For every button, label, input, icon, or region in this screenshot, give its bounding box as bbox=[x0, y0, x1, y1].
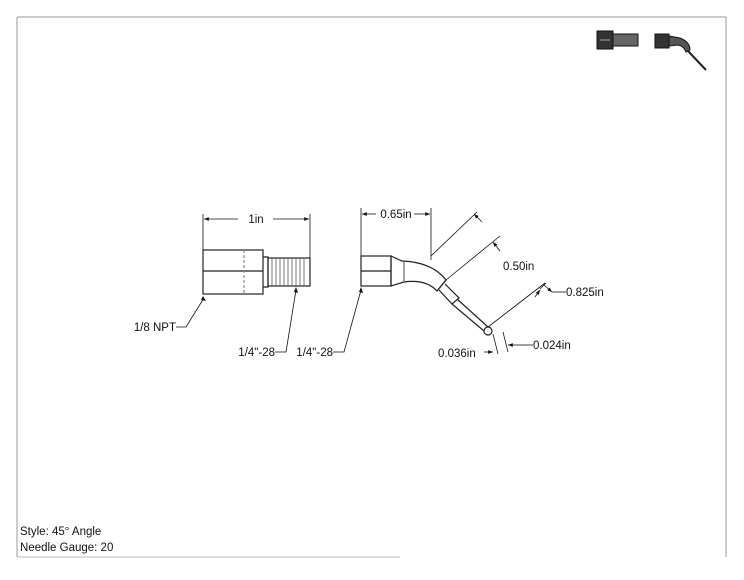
style-note: Style: 45° Angle bbox=[20, 526, 102, 538]
inner-diameter-label: 0.024in bbox=[533, 340, 571, 352]
bend-length-label: 0.825in bbox=[566, 287, 604, 299]
adapter-thread-callout: 1/4"-28 bbox=[238, 347, 275, 359]
outer-diameter-label: 0.036in bbox=[438, 348, 476, 360]
npt-callout: 1/8 NPT bbox=[134, 322, 176, 334]
thumbnail-needle bbox=[654, 33, 707, 71]
gauge-note: Needle Gauge: 20 bbox=[20, 542, 114, 554]
needle-length-dimension bbox=[445, 235, 546, 328]
adapter-thread-leader bbox=[275, 289, 297, 353]
hub-thread-leader bbox=[333, 289, 362, 353]
adapter-thread-marks bbox=[271, 258, 305, 286]
hub-thread-callout: 1/4"-28 bbox=[296, 347, 333, 359]
adapter-part bbox=[202, 249, 311, 295]
diameter-dimensions bbox=[484, 331, 533, 355]
bend-length-dimension bbox=[430, 211, 566, 293]
hub-length-label: 0.65in bbox=[380, 209, 411, 221]
adapter-length-dimension bbox=[202, 214, 311, 258]
needle-length-label: 0.50in bbox=[503, 261, 534, 273]
npt-leader bbox=[176, 297, 205, 328]
adapter-length-label: 1in bbox=[248, 214, 263, 226]
hub-length-dimension bbox=[360, 208, 432, 260]
thumbnail-adapter bbox=[596, 30, 639, 50]
needle-part bbox=[360, 255, 493, 336]
sheet-border bbox=[16, 16, 727, 558]
thumbnail-preview bbox=[596, 30, 707, 71]
